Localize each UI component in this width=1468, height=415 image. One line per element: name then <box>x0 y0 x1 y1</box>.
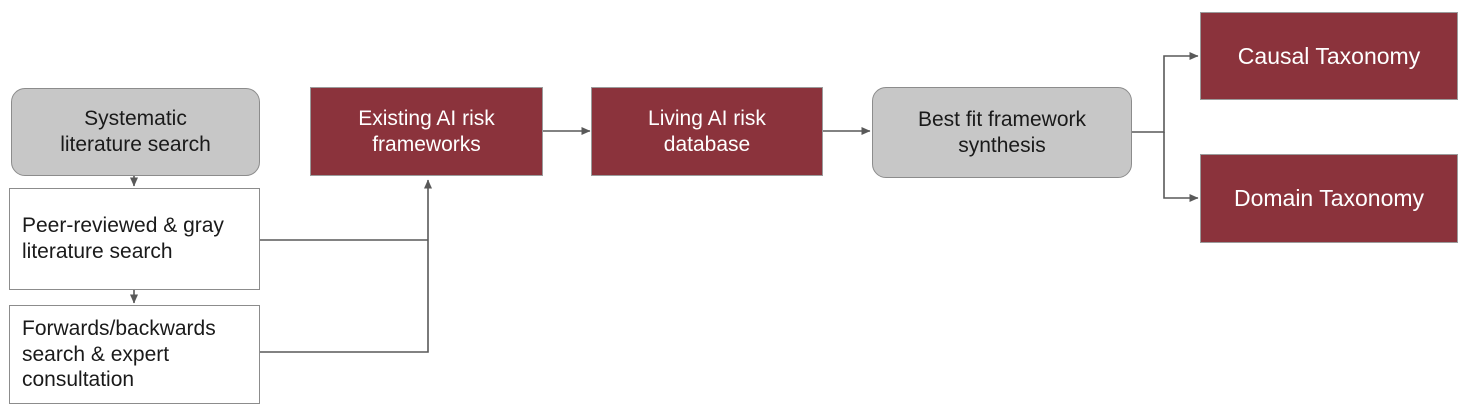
edge-synthesis-to-domain-taxonomy <box>1163 132 1199 202</box>
edge-synthesis-to-causal-taxonomy <box>1132 52 1199 133</box>
node-causal-taxonomy[interactable]: Causal Taxonomy <box>1200 12 1458 100</box>
node-peer-reviewed-gray-literature-search[interactable]: Peer-reviewed & gray literature search <box>9 188 260 290</box>
node-domain-taxonomy[interactable]: Domain Taxonomy <box>1200 154 1458 243</box>
edge-forwards-to-existing-frameworks <box>260 179 432 353</box>
node-existing-ai-risk-frameworks[interactable]: Existing AI risk frameworks <box>310 87 543 176</box>
node-systematic-literature-search[interactable]: Systematic literature search <box>11 88 260 176</box>
node-forwards-backwards-search[interactable]: Forwards/backwards search & expert consu… <box>9 305 260 404</box>
node-living-ai-risk-database[interactable]: Living AI risk database <box>591 87 823 176</box>
node-best-fit-framework-synthesis[interactable]: Best fit framework synthesis <box>872 87 1132 178</box>
